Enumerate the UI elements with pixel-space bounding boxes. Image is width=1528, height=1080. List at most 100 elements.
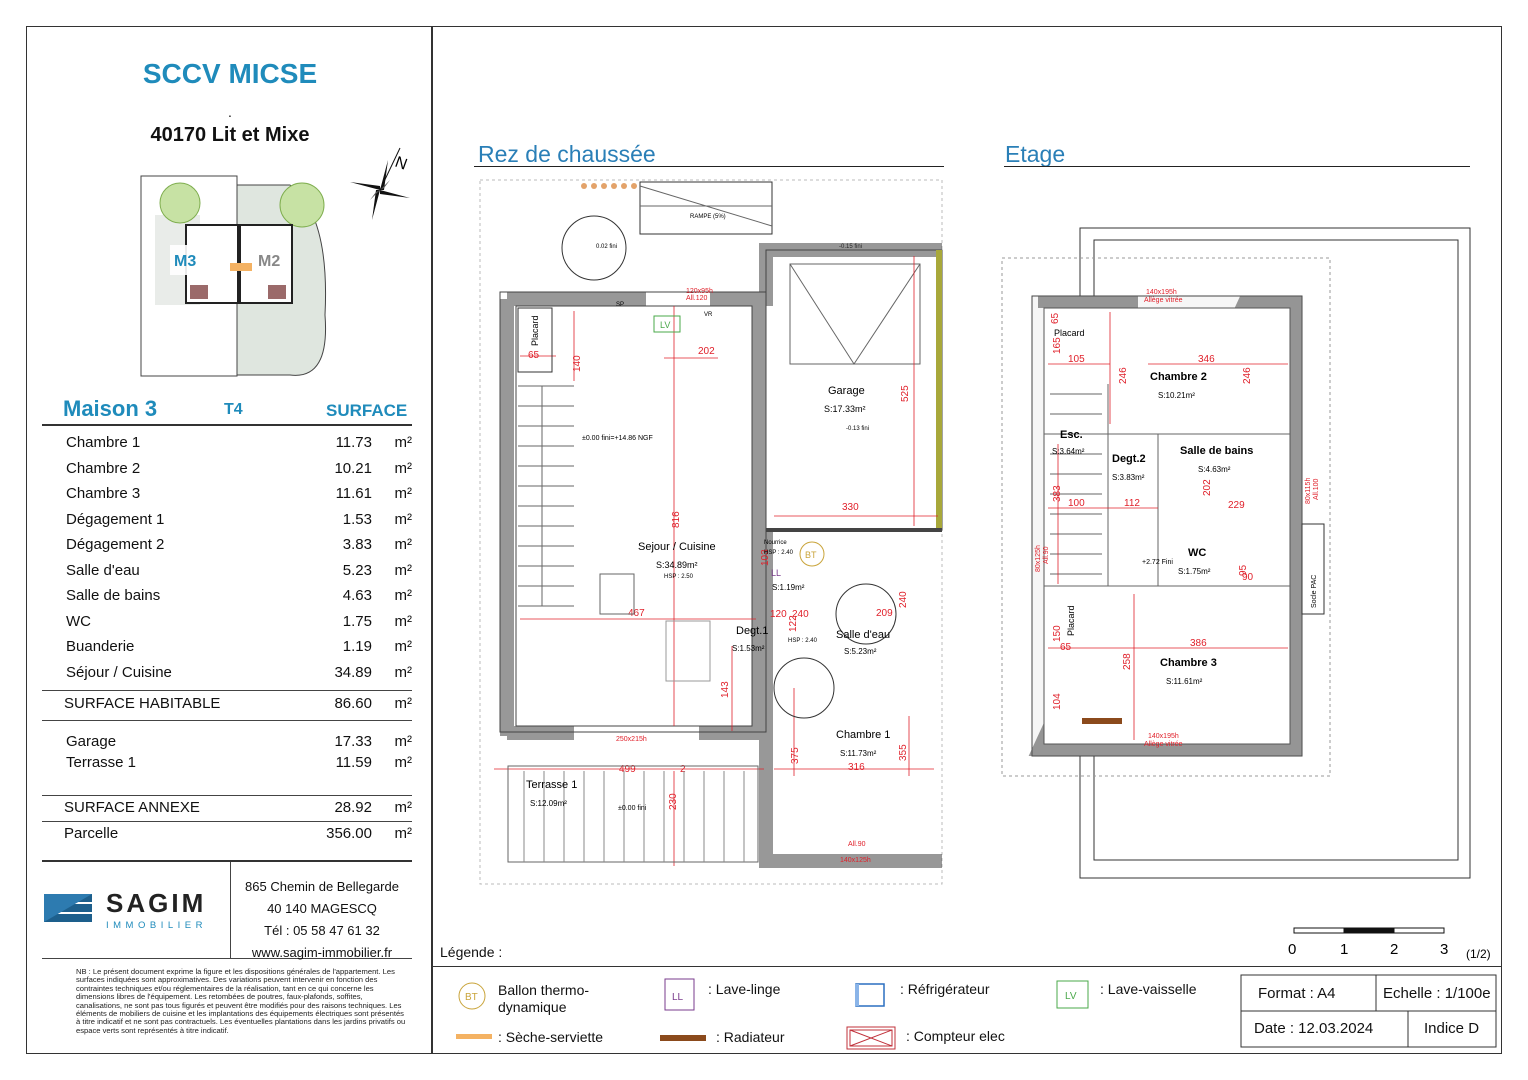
legend-divider bbox=[432, 966, 1502, 967]
dimension: 246 bbox=[1242, 367, 1253, 384]
contact-phone: Tél : 05 58 47 61 32 bbox=[264, 923, 380, 938]
dimension: 346 bbox=[1198, 354, 1215, 365]
table-divider bbox=[42, 821, 412, 822]
upper-floor-title: Etage bbox=[1005, 141, 1066, 167]
dimension: Allège vitrée bbox=[1144, 297, 1183, 304]
house-name: Maison 3 bbox=[63, 396, 158, 421]
date-label: Date : 12.03.2024 bbox=[1254, 1020, 1374, 1037]
dimension: 105 bbox=[1068, 354, 1085, 365]
dimension: All.90 bbox=[848, 841, 866, 848]
legend-item: : Compteur elec bbox=[906, 1028, 1005, 1044]
room-area: S:3.83m² bbox=[1112, 473, 1145, 482]
room-area: S:1.53m² bbox=[732, 644, 765, 653]
dimension: 386 bbox=[1190, 638, 1207, 649]
dimension: 112 bbox=[1124, 498, 1140, 509]
scale-tick: 0 bbox=[1288, 941, 1296, 958]
room-area: S:10.21m² bbox=[1158, 391, 1195, 400]
towel-dryer-icon bbox=[456, 1034, 492, 1039]
room-area: S:4.63m² bbox=[1198, 465, 1231, 474]
room-bedroom: Chambre 3 bbox=[1160, 657, 1217, 669]
ground-floor-plan: RAMPE (5%) 0.02 fini -0.15 fini 250x215h… bbox=[479, 179, 943, 885]
dimension: 104 bbox=[1052, 693, 1063, 710]
dimension: 230 bbox=[668, 793, 679, 810]
room-area: S:12.09m² bbox=[530, 799, 567, 808]
room-wc: WC bbox=[1188, 547, 1206, 559]
dimension: 143 bbox=[720, 681, 731, 698]
dimension: 2 bbox=[680, 764, 686, 775]
dimension: 80x115h bbox=[1305, 478, 1312, 504]
contact-block: 865 Chemin de Bellegarde 40 140 MAGESCQ … bbox=[232, 876, 412, 964]
level-label: ±0.00 fini bbox=[618, 805, 647, 812]
room-garage: Garage bbox=[828, 385, 865, 397]
dimension: 65 bbox=[1060, 642, 1072, 653]
dimension: 65 bbox=[528, 350, 540, 361]
storage-label: Placard bbox=[1066, 605, 1076, 636]
dimension: All.90 bbox=[1043, 546, 1050, 564]
room-bathroom: Salle d'eau bbox=[836, 629, 890, 641]
scale-tick: 2 bbox=[1390, 941, 1398, 958]
fridge-icon bbox=[855, 983, 885, 1007]
room-area: S:5.23m² bbox=[844, 647, 877, 656]
level-label: ±0.00 fini=+14.86 NGF bbox=[582, 435, 653, 442]
legend-item: Ballon thermo- bbox=[498, 982, 590, 998]
room-area: S:17.33m² bbox=[824, 404, 866, 414]
dimension: 140 bbox=[572, 355, 583, 372]
dimension: 240 bbox=[792, 609, 809, 620]
dimension: 383 bbox=[1052, 485, 1063, 502]
room-area: S:11.73m² bbox=[840, 749, 877, 758]
dimension: 140x125h bbox=[840, 857, 871, 864]
ground-floor-title: Rez de chaussée bbox=[478, 141, 656, 167]
dimension: 316 bbox=[848, 762, 865, 773]
legend-item: : Sèche-serviette bbox=[498, 1029, 604, 1045]
index-label: Indice D bbox=[1424, 1020, 1480, 1037]
sagim-logo: SAGIM IMMOBILIER bbox=[28, 880, 228, 942]
legend-item: dynamique bbox=[498, 999, 567, 1015]
legend-title: Légende : bbox=[440, 944, 503, 960]
legend-item: : Radiateur bbox=[716, 1029, 785, 1045]
dimension: 120 bbox=[770, 609, 787, 620]
company-name: SCCV MICSE bbox=[142, 58, 318, 89]
dimension: 355 bbox=[898, 744, 909, 761]
page-frame bbox=[26, 26, 1502, 1054]
ramp-label: RAMPE (5%) bbox=[690, 214, 726, 220]
dimension: 202 bbox=[1202, 479, 1213, 496]
dimension: 250x215h bbox=[616, 736, 647, 743]
level-label: 0.02 fini bbox=[596, 244, 617, 250]
north-label: N bbox=[393, 154, 410, 174]
brand-sub: IMMOBILIER bbox=[106, 920, 207, 931]
contact-street: 865 Chemin de Bellegarde bbox=[245, 879, 399, 894]
disclaimer: NB : Le présent document exprime la figu… bbox=[76, 967, 406, 1035]
electric-meter-icon bbox=[846, 1026, 896, 1050]
title-underline bbox=[474, 166, 944, 167]
dimension: 122 bbox=[788, 615, 799, 632]
heat-pump-label: Socle PAC bbox=[1311, 575, 1318, 608]
washing-machine-icon: LL bbox=[771, 568, 781, 578]
dimension: 229 bbox=[1228, 500, 1245, 511]
room-living: Sejour / Cuisine bbox=[638, 541, 716, 553]
table-divider bbox=[42, 424, 412, 426]
level-label: HSP : 2.40 bbox=[788, 638, 818, 644]
table-divider bbox=[42, 860, 412, 862]
logo-mark-icon: SAGIM IMMOBILIER bbox=[44, 888, 207, 931]
compass-rose-icon: N bbox=[350, 147, 410, 220]
table-divider bbox=[42, 795, 412, 796]
table-divider bbox=[42, 720, 412, 721]
room-area: S:1.75m² bbox=[1178, 567, 1211, 576]
contact-web[interactable]: www.sagim-immobilier.fr bbox=[251, 945, 393, 960]
upper-floor-plan: 140x195h Allège vitrée Placard 65 165 10… bbox=[1001, 227, 1471, 879]
legend-item: : Lave-vaisselle bbox=[1100, 981, 1197, 997]
room-area: S:11.61m² bbox=[1166, 677, 1203, 686]
room-bedroom: Chambre 1 bbox=[836, 729, 890, 741]
contact-city: 40 140 MAGESCQ bbox=[267, 901, 377, 916]
storage-label: Placard bbox=[1054, 328, 1085, 338]
house-type: T4 bbox=[224, 401, 243, 418]
header-dot: . bbox=[228, 104, 232, 120]
